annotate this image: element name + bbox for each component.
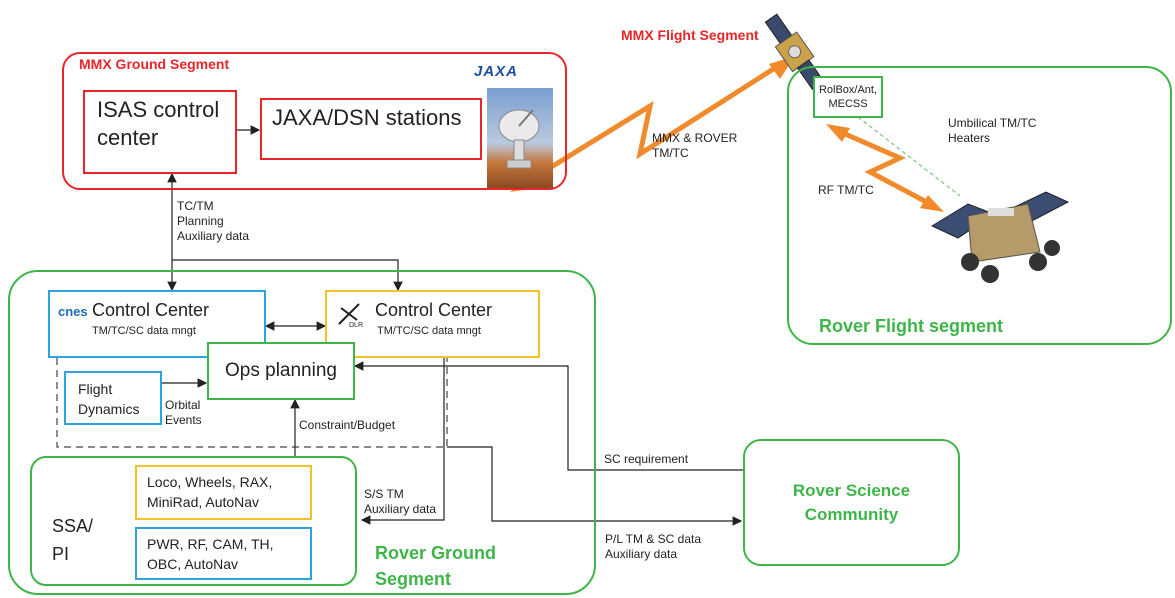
pl-tm-arrow <box>447 446 743 526</box>
sc-requirement-arrow <box>353 361 743 471</box>
rover-ground-segment <box>8 270 596 595</box>
ops-planning: Ops planning <box>207 342 355 400</box>
isas-dlr-link <box>172 259 403 292</box>
dlr-title: Control Center <box>375 300 493 320</box>
flight-dynamics: Flight Dynamics <box>64 371 162 425</box>
antenna-image <box>487 88 553 188</box>
jaxa-dsn-stations: JAXA/DSN stations <box>260 98 482 160</box>
rover-flight-segment <box>787 66 1172 345</box>
flight-segment-label: MMX Flight Segment <box>621 27 759 43</box>
umbilical-label: Umbilical TM/TC Heaters <box>948 116 1037 145</box>
cnes-subtitle: TM/TC/SC data mngt <box>92 325 196 337</box>
ssa-yellow-box: Loco, Wheels, RAX, MiniRad, AutoNav <box>135 465 312 520</box>
rolbox-box: RolBox/Ant, MECSS <box>813 76 883 118</box>
jaxa-logo: JAXA <box>474 63 519 80</box>
mmx-rover-link-label: MMX & ROVER TM/TC <box>652 131 738 160</box>
constraint-label: Constraint/Budget <box>299 418 396 432</box>
ground-segment-label: MMX Ground Segment <box>79 56 230 72</box>
rf-link-label: RF TM/TC <box>818 183 874 197</box>
sc-requirement-label: SC requirement <box>604 452 689 466</box>
rolbox-rover-rf-link <box>826 124 944 212</box>
dlr-subtitle: TM/TC/SC data mngt <box>377 325 481 337</box>
dlr-logo: DLR <box>349 322 364 329</box>
rover-flight-label: Rover Flight segment <box>819 316 1004 336</box>
mmx-ground-segment <box>62 52 567 190</box>
cnes-title: Control Center <box>92 300 210 320</box>
rover-science-community: Rover Science Community <box>743 439 960 566</box>
rover-image <box>928 186 1073 286</box>
umbilical-link <box>857 116 961 197</box>
isas-control-center: ISAS control center <box>83 90 237 174</box>
ss-tm-label: S/S TM Auxiliary data <box>364 487 437 516</box>
tc-tm-label: TC/TM Planning Auxiliary data <box>177 199 250 243</box>
dlr-control-center: DLR Control Center TM/TC/SC data mngt <box>325 290 540 358</box>
orbital-events-label: Orbital Events <box>165 398 202 427</box>
rover-ground-label: Rover Ground Segment <box>375 543 497 589</box>
pl-tm-label: P/L TM & SC data Auxiliary data <box>605 532 702 561</box>
ss-tm-arrow <box>360 358 445 525</box>
dlr-logo-icon <box>335 300 363 328</box>
cnes-logo: cnes <box>58 304 88 319</box>
ssa-pi-label: SSA/ PI <box>52 516 94 564</box>
ssa-blue-box: PWR, RF, CAM, TH, OBC, AutoNav <box>135 527 312 580</box>
